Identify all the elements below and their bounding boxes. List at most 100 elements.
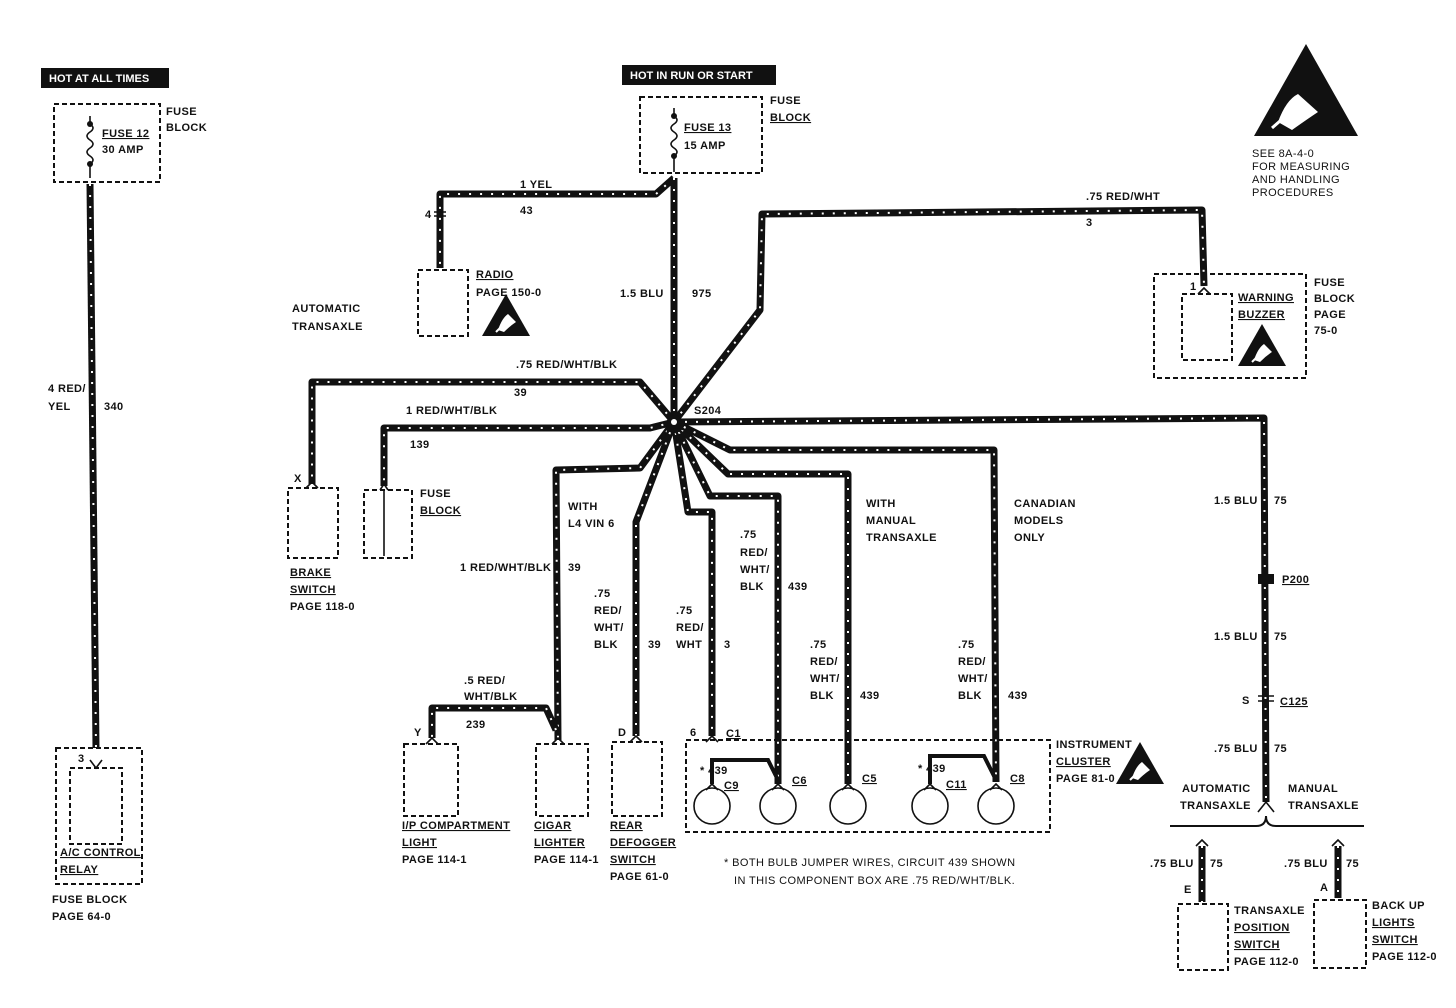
branch-auto-l1: AUTOMATIC: [1182, 783, 1251, 795]
wire-439-c5-c1: .75: [810, 639, 827, 651]
wire-75-backup-circuit: 75: [1346, 858, 1359, 870]
fuse-block-lower-l1: FUSE: [420, 488, 451, 500]
cluster-jumper-2: * 439: [918, 763, 946, 775]
esd-note-l4: PROCEDURES: [1252, 187, 1334, 199]
canadian-note-l1: CANADIAN: [1014, 498, 1076, 510]
esd-note: SEE 8A-4-0 FOR MEASURING AND HANDLING PR…: [1252, 44, 1358, 199]
transaxle-branch: AUTOMATIC TRANSAXLE MANUAL TRANSAXLE .75…: [1150, 783, 1437, 971]
left-circuit: HOT AT ALL TIMES FUSE 12 30 AMP FUSE BLO…: [41, 68, 207, 923]
wire-439-c6: [670, 420, 782, 784]
run-start-circuit: HOT IN RUN OR START FUSE 13 15 AMP FUSE …: [292, 65, 811, 422]
cluster-c6: C6: [792, 775, 807, 787]
wire-75-backup-pin: A: [1320, 882, 1328, 894]
wire-3-buzzer: [671, 206, 1208, 425]
hot-run-start-header: [622, 65, 776, 85]
radio-name: RADIO: [476, 269, 513, 281]
compartment-light-box: [403, 743, 459, 817]
compartment-light-page: PAGE 114-1: [402, 854, 467, 866]
rear-defogger-page: PAGE 61-0: [610, 871, 669, 883]
wire-340-circuit: 340: [104, 401, 124, 413]
wire-439-c5-circuit: 439: [860, 690, 880, 702]
wire-75-circuit-1: 75: [1274, 495, 1287, 507]
tps-l3: SWITCH: [1234, 939, 1280, 951]
wire-75-tps-circuit: 75: [1210, 858, 1223, 870]
manual-note-l2: MANUAL: [866, 515, 916, 527]
wire-439-c5-c2: RED/: [810, 656, 838, 668]
hot-at-all-times-label: HOT AT ALL TIMES: [49, 73, 149, 85]
radio-box: [417, 269, 469, 337]
wire-439-c8-circuit: 439: [1008, 690, 1028, 702]
wire-975-circuit: 975: [692, 288, 712, 300]
with-l4-note-l1: WITH: [568, 501, 598, 513]
warning-buzzer-box: [1153, 273, 1307, 379]
backup-lights-box: [1313, 899, 1367, 969]
wire-3-color: .75 RED/WHT: [1086, 191, 1160, 203]
esd-icon-radio: [481, 293, 531, 337]
wire-75-circuit-3: 75: [1274, 743, 1287, 755]
wire-340-color-l2: YEL: [48, 401, 71, 413]
manual-note-l3: TRANSAXLE: [866, 532, 937, 544]
esd-warning-icon: [1254, 44, 1358, 136]
cigar-lighter-l2: LIGHTER: [534, 837, 585, 849]
cluster-c5: C5: [862, 773, 877, 785]
wire-139-color: 1 RED/WHT/BLK: [406, 405, 497, 417]
rear-defogger-box: [611, 741, 663, 817]
wire-340-color-l1: 4 RED/: [48, 383, 86, 395]
radio-page: PAGE 150-0: [476, 287, 542, 299]
cluster-jumper-1: * 439: [700, 765, 728, 777]
wire-75-backup-color: .75 BLU: [1284, 858, 1328, 870]
wire-39-defog-pin: D: [618, 727, 626, 739]
wire-75-circuit-2: 75: [1274, 631, 1287, 643]
wire-439-c8-c3: WHT/: [958, 673, 988, 685]
wire-39-brake-color: .75 RED/WHT/BLK: [516, 359, 617, 371]
wire-239-circuit: 239: [466, 719, 486, 731]
ac-relay-page: PAGE 64-0: [52, 911, 111, 923]
instrument-cluster-box: [685, 739, 1051, 833]
cluster-bulb-c9: [693, 787, 731, 825]
jumper-439-a: [710, 758, 780, 784]
fuse-block-box-left: [53, 103, 161, 183]
instrument-cluster-page: PAGE 81-0: [1056, 773, 1115, 785]
brake-switch-l2: SWITCH: [290, 584, 336, 596]
compartment-light-l1: I/P COMPARTMENT: [402, 820, 510, 832]
lower-components: I/P COMPARTMENT LIGHT PAGE 114-1 CIGAR L…: [402, 728, 1165, 887]
wire-239-color-l2: WHT/BLK: [464, 691, 518, 703]
wire-3-pin: 1: [1190, 281, 1197, 293]
fuse-13-symbol: [670, 108, 678, 172]
fuse-block-label-l2: BLOCK: [166, 122, 207, 134]
fuse-13-rating: 15 AMP: [684, 140, 726, 152]
canadian-note-l3: ONLY: [1014, 532, 1045, 544]
splice-branches: .75 RED/WHT/BLK 39 X 1 RED/WHT/BLK 139 W…: [294, 359, 1309, 803]
cluster-c9: C9: [724, 780, 739, 792]
wire-75-color-2: 1.5 BLU: [1214, 631, 1258, 643]
wire-75-tps-pin: E: [1184, 884, 1192, 896]
hot-run-start-label: HOT IN RUN OR START: [630, 70, 753, 82]
wire-39-defog-circuit: 39: [648, 639, 661, 651]
buzzer-name-l2: BUZZER: [1238, 309, 1285, 321]
tps-page: PAGE 112-0: [1234, 956, 1299, 968]
instrument-cluster-l1: INSTRUMENT: [1056, 739, 1132, 751]
wire-75-color-1: 1.5 BLU: [1214, 495, 1258, 507]
buzzer-page-l2: 75-0: [1314, 325, 1338, 337]
fuse-block-center-l2: BLOCK: [770, 112, 811, 124]
wire-3-cluster-c1: .75: [676, 605, 693, 617]
wire-3-cluster: [670, 421, 716, 736]
wire-439-c6-c3: WHT/: [740, 564, 770, 576]
wire-439-c6-c2: RED/: [740, 547, 768, 559]
tps-l1: TRANSAXLE: [1234, 905, 1305, 917]
with-l4-note-l2: L4 VIN 6: [568, 518, 615, 530]
wire-975-color: 1.5 BLU: [620, 288, 664, 300]
wire-39-defog-c3: WHT/: [594, 622, 624, 634]
wire-439-c5: [671, 419, 852, 784]
wire-43-pin: 4: [425, 209, 432, 221]
esd-icon-buzzer: [1237, 323, 1287, 367]
wire-75-color-3: .75 BLU: [1214, 743, 1258, 755]
ac-relay-pin: 3: [78, 753, 85, 765]
buzzer-loc-l2: BLOCK: [1314, 293, 1355, 305]
fuse-block-label-l1: FUSE: [166, 106, 197, 118]
wire-340: [86, 183, 100, 749]
wire-239: [428, 704, 560, 738]
fuse-block-lower-l2: BLOCK: [420, 505, 461, 517]
transaxle-branch-bracket: [1170, 815, 1364, 827]
p200-label: P200: [1282, 574, 1309, 586]
